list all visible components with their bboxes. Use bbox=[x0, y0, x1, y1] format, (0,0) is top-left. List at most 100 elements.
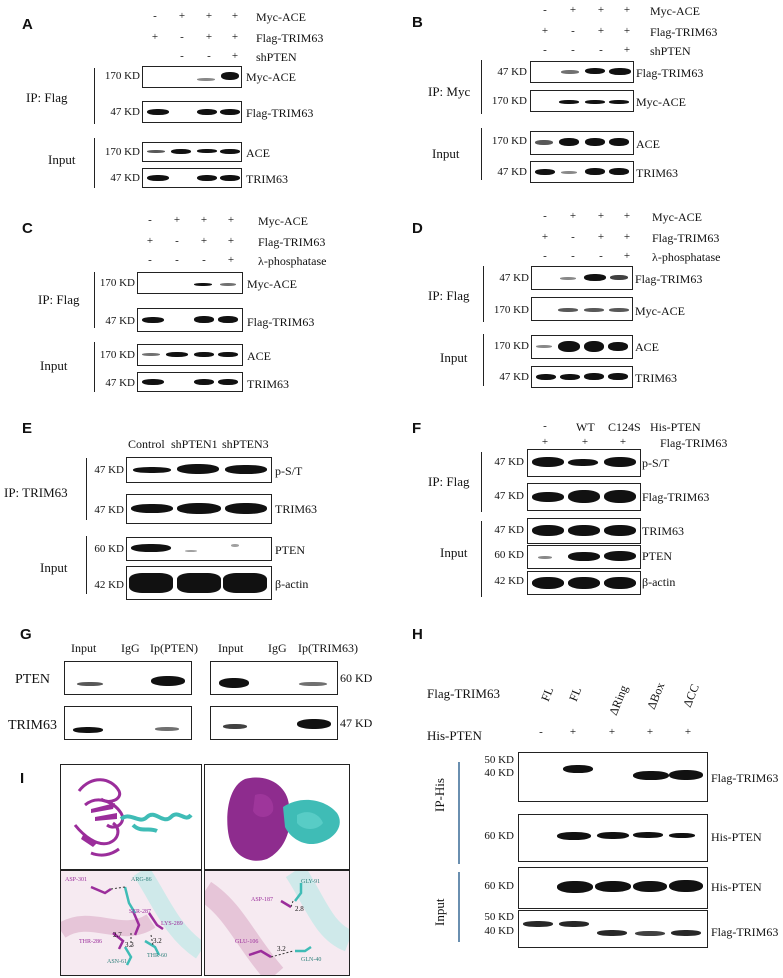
lane-label: ΔRing bbox=[606, 683, 631, 718]
group-bracket bbox=[481, 60, 482, 114]
group-label: Input bbox=[432, 898, 447, 926]
sign: - bbox=[153, 10, 157, 22]
group-bracket bbox=[94, 138, 95, 188]
sign: C124S bbox=[608, 420, 641, 434]
sign: - bbox=[543, 44, 547, 56]
sign: + bbox=[200, 214, 208, 226]
blot-ace bbox=[531, 335, 633, 359]
sign: + bbox=[205, 10, 213, 22]
sign: + bbox=[541, 231, 549, 243]
sign: - bbox=[571, 250, 575, 262]
group-label: Input bbox=[440, 350, 468, 365]
kd-marker: 40 KD bbox=[484, 925, 514, 937]
row-label: Flag-TRIM63 bbox=[660, 436, 728, 450]
sign: - bbox=[571, 25, 575, 37]
blot-pten bbox=[126, 537, 272, 561]
sign: - bbox=[180, 31, 184, 43]
sign: + bbox=[205, 31, 213, 43]
sign: + bbox=[200, 235, 208, 247]
sign: + bbox=[231, 10, 239, 22]
blot-label: ACE bbox=[636, 137, 660, 151]
group-label: IP: Myc bbox=[428, 84, 471, 99]
sign: + bbox=[569, 726, 577, 738]
sign: + bbox=[597, 210, 605, 222]
blot-label: p-S/T bbox=[642, 456, 670, 470]
blot-flag-trim63 bbox=[531, 266, 633, 290]
sign: + bbox=[623, 250, 631, 262]
kd-marker: 170 KD bbox=[104, 70, 140, 82]
blot-trim63 bbox=[142, 168, 242, 188]
blot-ace bbox=[530, 131, 634, 155]
blot-label: ACE bbox=[246, 146, 270, 160]
residue-label: THR-286 bbox=[79, 939, 102, 945]
blot-label: Myc-ACE bbox=[636, 95, 686, 109]
kd-marker: 47 KD bbox=[110, 106, 140, 118]
residue-label: LYS-289 bbox=[161, 921, 183, 927]
sign: + bbox=[178, 10, 186, 22]
group-label: Input bbox=[48, 152, 76, 167]
blot-flag-trim63 bbox=[527, 483, 641, 511]
distance-label: 3.2 bbox=[277, 945, 286, 953]
blot-g-pten-left bbox=[64, 661, 192, 695]
lane-label: Ip(PTEN) bbox=[150, 641, 198, 655]
sign: + bbox=[684, 726, 692, 738]
sign: + bbox=[608, 726, 616, 738]
sign: - bbox=[571, 231, 575, 243]
blot-g-trim63-right bbox=[210, 706, 338, 740]
blot-label: Flag-TRIM63 bbox=[711, 771, 779, 785]
group-label: IP: Flag bbox=[26, 90, 68, 105]
sign: + bbox=[623, 44, 631, 56]
sign: + bbox=[541, 25, 549, 37]
sign: + bbox=[581, 436, 589, 448]
kd-marker: 170 KD bbox=[104, 146, 140, 158]
group-label: Input bbox=[40, 560, 68, 575]
blot-label: Myc-ACE bbox=[246, 70, 296, 84]
group-label: IP: Flag bbox=[428, 288, 470, 303]
blot-g-trim63-left bbox=[64, 706, 192, 740]
kd-marker: 170 KD bbox=[99, 277, 135, 289]
kd-marker: 42 KD bbox=[494, 575, 524, 587]
interaction-detail-left: ASP-301 ARG-86 SER-287 LYS-289 THR-286 A… bbox=[60, 870, 202, 976]
sign: + bbox=[619, 436, 627, 448]
sign: + bbox=[231, 50, 239, 62]
row-label: TRIM63 bbox=[8, 718, 57, 733]
blot-trim63 bbox=[531, 366, 633, 388]
blot-beta-actin bbox=[126, 566, 272, 600]
sign: - bbox=[599, 44, 603, 56]
blot-label: ACE bbox=[635, 340, 659, 354]
kd-marker: 60 KD bbox=[484, 830, 514, 842]
blot-h-flag-trim63-ip bbox=[518, 752, 708, 802]
group-bracket bbox=[483, 334, 484, 386]
protein-surface-image bbox=[204, 764, 350, 870]
row-label: Flag-TRIM63 bbox=[258, 235, 326, 249]
sign: - bbox=[207, 50, 211, 62]
row-label: shPTEN bbox=[256, 50, 297, 64]
sign: - bbox=[175, 235, 179, 247]
kd-marker: 47 KD bbox=[494, 524, 524, 536]
blot-myc-ace bbox=[531, 297, 633, 321]
lane-label: shPTEN3 bbox=[222, 437, 269, 451]
row-label: λ-phosphatase bbox=[652, 250, 721, 264]
residue-label: ARG-86 bbox=[131, 877, 152, 883]
lane-label: ΔBox bbox=[644, 680, 668, 712]
kd-marker: 47 KD bbox=[105, 315, 135, 327]
lane-label: Ip(TRIM63) bbox=[298, 641, 358, 655]
blot-label: TRIM63 bbox=[246, 172, 288, 186]
group-bar bbox=[458, 872, 460, 942]
sign: + bbox=[597, 4, 605, 16]
group-label: Input bbox=[440, 545, 468, 560]
kd-marker: 60 KD bbox=[484, 880, 514, 892]
blot-label: TRIM63 bbox=[275, 502, 317, 516]
sign: + bbox=[541, 436, 549, 448]
lane-label: ΔCC bbox=[680, 681, 702, 710]
residue-label: ASN-61 bbox=[107, 959, 128, 965]
panel-a-letter: A bbox=[22, 16, 33, 33]
blot-label: β-actin bbox=[642, 575, 676, 589]
panel-g-letter: G bbox=[20, 626, 32, 643]
kd-marker: 170 KD bbox=[491, 135, 527, 147]
kd-marker: 47 KD bbox=[94, 504, 124, 516]
kd-marker: 170 KD bbox=[99, 349, 135, 361]
sign: + bbox=[597, 25, 605, 37]
lane-label: shPTEN1 bbox=[171, 437, 218, 451]
panel-d-letter: D bbox=[412, 220, 423, 237]
